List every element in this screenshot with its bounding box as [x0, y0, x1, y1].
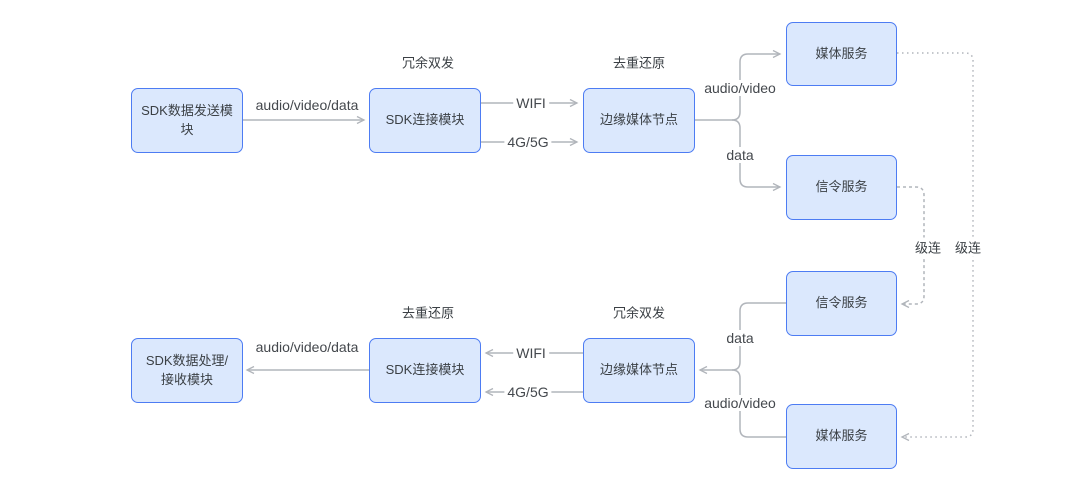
- connector-mediaservice-to-edgenode: [731, 369, 786, 438]
- node-edge-media-bottom: 边缘媒体节点: [583, 338, 695, 403]
- label-dedup-restore-top: 去重还原: [612, 55, 666, 71]
- label-4g5g-top: 4G/5G: [504, 134, 552, 150]
- node-signal-service-top: 信令服务: [786, 155, 897, 220]
- node-sdk-sender: SDK数据发送模块: [131, 88, 243, 153]
- label-wifi-top: WIFI: [513, 95, 549, 111]
- label-audio-video-data-top: audio/video/data: [255, 97, 359, 113]
- label-data-top: data: [723, 147, 757, 163]
- label-audio-video-bottom: audio/video: [701, 395, 779, 411]
- label-4g5g-bottom: 4G/5G: [504, 384, 552, 400]
- node-media-service-top: 媒体服务: [786, 22, 897, 86]
- label-redundant-dual-send-top: 冗余双发: [401, 55, 455, 71]
- connector-cascade-media: [897, 52, 974, 442]
- node-sdk-connect-bottom: SDK连接模块: [369, 338, 481, 403]
- label-wifi-bottom: WIFI: [513, 345, 549, 361]
- node-media-service-bottom: 媒体服务: [786, 404, 897, 469]
- label-audio-video-top: audio/video: [701, 80, 779, 96]
- label-audio-video-data-bottom: audio/video/data: [255, 339, 359, 355]
- connector-edgenode-to-signalservice: [731, 119, 782, 192]
- node-signal-service-bottom: 信令服务: [786, 271, 897, 336]
- label-redundant-dual-send-bottom: 冗余双发: [612, 305, 666, 321]
- label-cascade-signal: 级连: [911, 237, 945, 257]
- label-dedup-restore-bottom: 去重还原: [401, 305, 455, 321]
- label-data-bottom: data: [723, 330, 757, 346]
- node-sdk-receiver: SDK数据处理/接收模块: [131, 338, 243, 403]
- node-sdk-connect-top: SDK连接模块: [369, 88, 481, 153]
- node-edge-media-top: 边缘媒体节点: [583, 88, 695, 153]
- label-cascade-media: 级连: [951, 237, 985, 257]
